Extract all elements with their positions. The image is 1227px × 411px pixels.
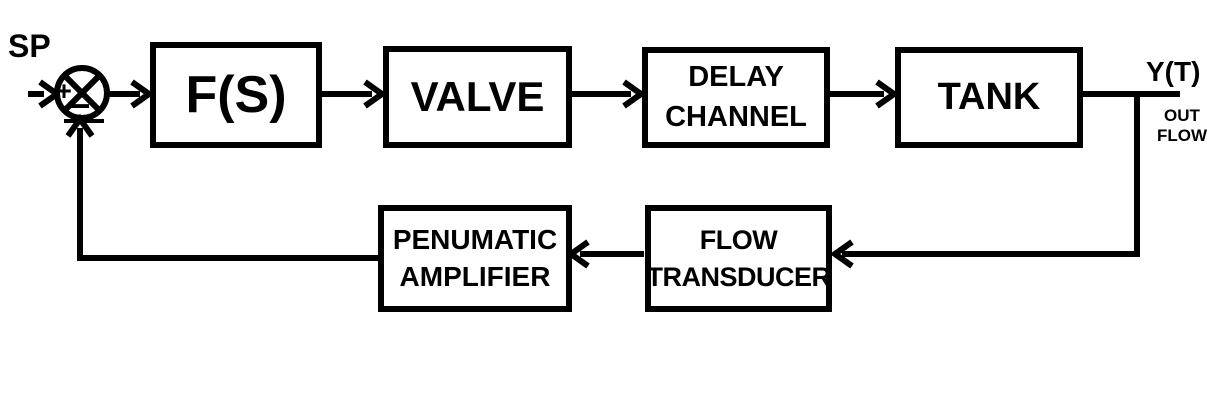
arrowhead-into-valve [363,79,388,109]
arrowhead-into-flow-transducer [829,239,854,269]
block-pneumatic-amplifier: PENUMATIC AMPLIFIER [378,205,572,312]
block-delay-channel: DELAY CHANNEL [642,47,830,148]
outflow-label: OUT FLOW [1150,106,1214,146]
block-flow-transducer: FLOW TRANSDUCER [645,205,832,312]
arrowhead-into-delay-channel [622,79,647,109]
feedback-line-tap-to-transducer [842,94,1140,257]
block-label-line2: AMPLIFIER [399,260,551,292]
arrowhead-into-controller [130,79,155,109]
feedback-line-amplifier-to-sum [77,128,379,261]
block-controller-fs: F(S) [150,42,322,148]
output-label: Y(T) [1146,56,1201,87]
summing-junction-cross [62,73,102,113]
block-valve: VALVE [383,46,572,148]
summing-junction-plus-sign: + [56,76,72,106]
outflow-label-line1: OUT [1164,106,1200,125]
block-label-line2: CHANNEL [665,100,807,133]
block-label-line1: DELAY [688,61,784,94]
block-label-line2: TRANSDUCER [646,261,832,292]
summing-junction-minus-sign: − [69,85,91,126]
block-tank: TANK [895,47,1083,148]
block-label-line1: PENUMATIC [392,224,558,256]
block-label: TANK [937,76,1041,118]
arrowhead-into-tank [875,79,900,109]
setpoint-label: SP [8,28,51,64]
block-label-line1: FLOW [699,225,778,256]
block-label: VALVE [410,73,545,120]
block-label: F(S) [185,66,287,124]
outflow-label-line2: FLOW [1156,126,1208,145]
